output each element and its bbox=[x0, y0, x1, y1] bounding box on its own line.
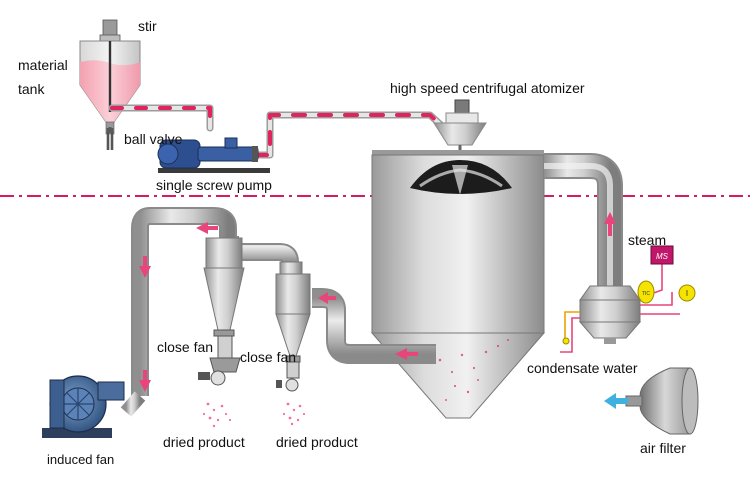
drying-chamber bbox=[370, 150, 546, 419]
dried-product-1-pile bbox=[202, 402, 232, 428]
outlet-arrow-2 bbox=[318, 292, 336, 304]
label-close-fan-1: close fan bbox=[157, 339, 214, 355]
condensate-valve bbox=[562, 337, 570, 345]
label-single-screw-pump: single screw pump bbox=[156, 177, 272, 193]
cyclone1-arrow bbox=[196, 222, 218, 234]
label-steam: steam bbox=[628, 232, 667, 248]
label-dried-product-1: dried product bbox=[163, 434, 245, 450]
stir-motor bbox=[102, 19, 118, 37]
material-tank bbox=[79, 19, 141, 150]
feed-pipe bbox=[108, 104, 446, 159]
label-dried-product-2: dried product bbox=[276, 434, 358, 450]
down-arrow-2 bbox=[139, 370, 151, 392]
heater bbox=[578, 285, 642, 344]
atomizer-motor bbox=[454, 99, 470, 115]
filter-arrow bbox=[604, 393, 628, 409]
cyclone-1 bbox=[131, 207, 245, 396]
dried-product-2-pile bbox=[282, 402, 306, 426]
label-ball-valve: ball valve bbox=[124, 131, 183, 147]
gauge-b bbox=[678, 284, 696, 302]
down-arrow-1 bbox=[139, 256, 151, 278]
label-close-fan-2: close fan bbox=[240, 349, 297, 365]
gauge-a bbox=[637, 280, 655, 304]
label-induced-fan: induced fan bbox=[47, 452, 115, 467]
single-screw-pump bbox=[157, 137, 270, 173]
label-air-filter: air filter bbox=[640, 440, 686, 456]
label-tank: tank bbox=[18, 81, 45, 97]
induced-fan bbox=[42, 375, 125, 438]
label-material: material bbox=[18, 57, 68, 73]
atomizer bbox=[433, 99, 487, 160]
label-atomizer: high speed centrifugal atomizer bbox=[390, 80, 585, 96]
gauge-a-mark: TIC bbox=[642, 291, 650, 297]
air-filter bbox=[625, 367, 699, 435]
gauge-b-mark: I bbox=[686, 289, 688, 298]
hot-air-duct bbox=[544, 153, 623, 286]
label-stir: stir bbox=[138, 18, 157, 34]
powder-dots bbox=[428, 339, 509, 401]
outlet-arrow bbox=[395, 348, 418, 360]
steam-box bbox=[650, 245, 674, 265]
steam-box-mark: MS bbox=[656, 252, 669, 261]
label-condensate-water: condensate water bbox=[527, 360, 638, 376]
duct-arrow bbox=[604, 212, 616, 236]
